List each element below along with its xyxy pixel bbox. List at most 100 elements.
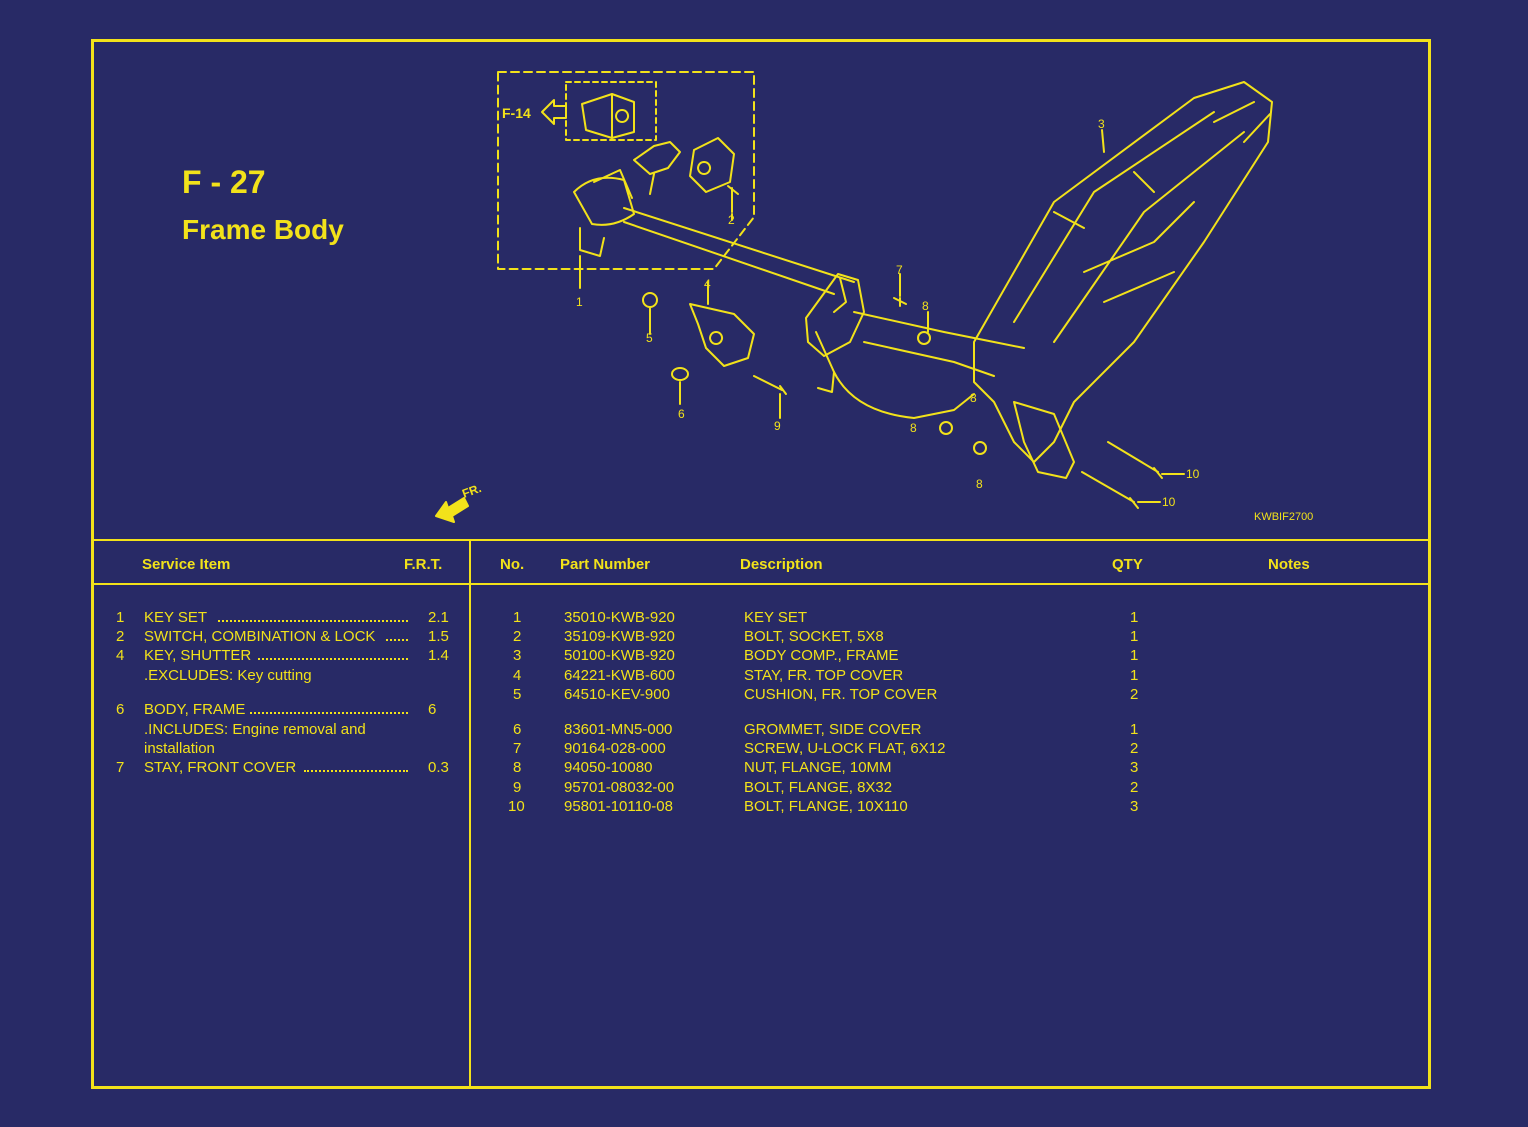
part-row-number: 50100-KWB-920 xyxy=(564,647,675,664)
dot-leader xyxy=(258,658,408,660)
part-row-no: 5 xyxy=(513,686,522,703)
part-row-no: 10 xyxy=(508,798,525,815)
service-row-frt: 2.1 xyxy=(428,609,449,626)
callout-2: 2 xyxy=(728,213,735,227)
part-row-description: GROMMET, SIDE COVER xyxy=(744,721,922,738)
table-header-rule xyxy=(94,583,1428,585)
front-direction-label: FR. xyxy=(460,481,483,501)
part-row-description: SCREW, U-LOCK FLAT, 6X12 xyxy=(744,740,946,757)
callout-8b: 8 xyxy=(910,421,917,435)
part-row-qty: 1 xyxy=(1130,628,1139,645)
callout-3: 3 xyxy=(1098,117,1105,131)
front-direction-arrow-icon xyxy=(435,497,469,523)
cushion-5-icon xyxy=(642,292,658,308)
nut-8a-icon xyxy=(917,331,931,345)
part-row-qty: 1 xyxy=(1130,647,1139,664)
callout-10b: 10 xyxy=(1162,495,1176,509)
part-row-description: BOLT, FLANGE, 8X32 xyxy=(744,779,893,796)
grommet-6-icon xyxy=(671,367,689,381)
dot-leader xyxy=(304,770,408,772)
bolt-2-icon xyxy=(727,185,739,213)
service-row-frt: 1.4 xyxy=(428,647,449,664)
part-row-number: 35109-KWB-920 xyxy=(564,628,675,645)
part-row-description: BOLT, FLANGE, 10X110 xyxy=(744,798,908,815)
service-row-item: .INCLUDES: Engine removal and xyxy=(144,721,366,738)
service-row-item: installation xyxy=(144,740,215,757)
callout-1: 1 xyxy=(576,295,583,309)
bolt-10b-icon xyxy=(1081,471,1139,509)
service-row-frt: 6 xyxy=(428,701,437,718)
notes-header: Notes xyxy=(1268,556,1310,573)
stay-4-icon xyxy=(689,303,755,367)
parts-sheet: F - 27 Frame Body xyxy=(91,39,1431,1089)
service-row-item: .EXCLUDES: Key cutting xyxy=(144,667,312,684)
part-row-qty: 3 xyxy=(1130,798,1139,815)
part-row-no: 8 xyxy=(513,759,522,776)
service-row-no: 2 xyxy=(116,628,125,645)
key-set-group-box xyxy=(497,71,755,270)
callout-8d: 8 xyxy=(970,391,977,405)
table-top-rule xyxy=(94,539,1428,541)
dot-leader xyxy=(386,639,408,641)
part-row-description: STAY, FR. TOP COVER xyxy=(744,667,904,684)
shutter-icon xyxy=(689,137,735,193)
part-row-number: 90164-028-000 xyxy=(564,740,666,757)
callout-6: 6 xyxy=(678,407,685,421)
service-row-no: 6 xyxy=(116,701,125,718)
steering-head-icon xyxy=(805,273,865,393)
part-row-qty: 1 xyxy=(1130,609,1139,626)
page-title: Frame Body xyxy=(182,214,344,245)
ref-arrow-icon xyxy=(541,99,567,125)
service-row-item: KEY SET xyxy=(144,609,208,626)
service-row-no: 1 xyxy=(116,609,125,626)
part-row-qty: 1 xyxy=(1130,721,1139,738)
exploded-diagram: F-14 FR. KWBIF2700 1 2 3 4 5 6 7 8 8 8 8… xyxy=(435,71,1313,523)
dot-leader xyxy=(218,620,408,622)
ignition-switch-icon xyxy=(573,169,635,257)
service-item-header: Service Item xyxy=(142,556,231,573)
part-row-qty: 2 xyxy=(1130,779,1139,796)
part-row-description: BOLT, SOCKET, 5X8 xyxy=(744,628,884,645)
service-row-item: BODY, FRAME xyxy=(144,701,246,718)
callout-10a: 10 xyxy=(1186,467,1200,481)
no-header: No. xyxy=(500,556,525,573)
part-row-description: CUSHION, FR. TOP COVER xyxy=(744,686,938,703)
part-row-number: 35010-KWB-920 xyxy=(564,609,675,626)
nut-8c-icon xyxy=(973,441,987,455)
key-icon xyxy=(633,141,681,195)
part-row-no: 2 xyxy=(513,628,522,645)
screw-7-icon xyxy=(893,297,907,307)
part-row-number: 64221-KWB-600 xyxy=(564,667,675,684)
service-row-no: 4 xyxy=(116,647,125,664)
callout-5: 5 xyxy=(646,331,653,345)
part-row-no: 1 xyxy=(513,609,522,626)
callout-9: 9 xyxy=(774,419,781,433)
bolt-9-icon xyxy=(753,375,787,395)
drawing-code: KWBIF2700 xyxy=(1254,511,1313,523)
service-row-frt: 0.3 xyxy=(428,759,449,776)
service-row-item: STAY, FRONT COVER xyxy=(144,759,297,776)
qty-header: QTY xyxy=(1112,556,1143,573)
callout-4: 4 xyxy=(704,277,711,291)
part-row-qty: 1 xyxy=(1130,667,1139,684)
lock-cylinder-icon xyxy=(581,93,635,139)
part-row-description: BODY COMP., FRAME xyxy=(744,647,899,664)
part-row-description: NUT, FLANGE, 10MM xyxy=(744,759,892,776)
service-row-item: KEY, SHUTTER xyxy=(144,647,252,664)
part-row-no: 7 xyxy=(513,740,522,757)
part-row-qty: 3 xyxy=(1130,759,1139,776)
part-row-number: 95701-08032-00 xyxy=(564,779,675,796)
part-row-number: 64510-KEV-900 xyxy=(564,686,670,703)
bolt-10a-icon xyxy=(1107,441,1163,479)
callout-7: 7 xyxy=(896,263,903,277)
ref-label: F-14 xyxy=(502,105,531,121)
part-row-no: 9 xyxy=(513,779,522,796)
service-row-item: SWITCH, COMBINATION & LOCK xyxy=(144,628,376,645)
part-row-qty: 2 xyxy=(1130,740,1139,757)
part-row-no: 6 xyxy=(513,721,522,738)
part-row-no: 4 xyxy=(513,667,522,684)
part-row-number: 95801-10110-08 xyxy=(564,798,673,815)
part-number-header: Part Number xyxy=(560,556,651,573)
part-row-qty: 2 xyxy=(1130,686,1139,703)
part-row-description: KEY SET xyxy=(744,609,808,626)
